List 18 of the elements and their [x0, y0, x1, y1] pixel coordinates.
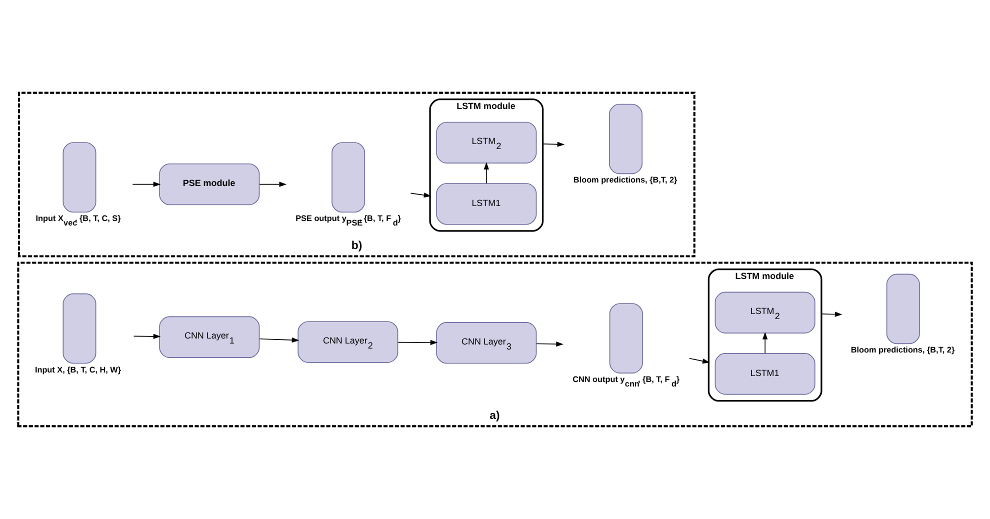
arrow — [484, 162, 489, 184]
node-box: LSTM1 — [714, 353, 816, 395]
arrow — [542, 142, 565, 147]
arrow — [821, 312, 842, 317]
node-label: Input X, {B, T, C, H, W} — [34, 365, 122, 374]
arrow — [688, 358, 710, 364]
arrow — [259, 182, 287, 187]
arrow — [259, 337, 300, 343]
node-box: PSE module — [159, 163, 260, 206]
arrow — [410, 192, 432, 198]
arrow — [762, 332, 768, 354]
node-label: Bloom predictions, {B,T, 2} — [573, 176, 678, 185]
arrow — [398, 340, 438, 346]
arrow — [132, 182, 161, 187]
node-box: LSTM1 — [436, 183, 537, 225]
node-label: Bloom predictions, {B,T, 2} — [850, 346, 955, 355]
arrow — [133, 334, 161, 339]
arrow — [536, 342, 564, 347]
